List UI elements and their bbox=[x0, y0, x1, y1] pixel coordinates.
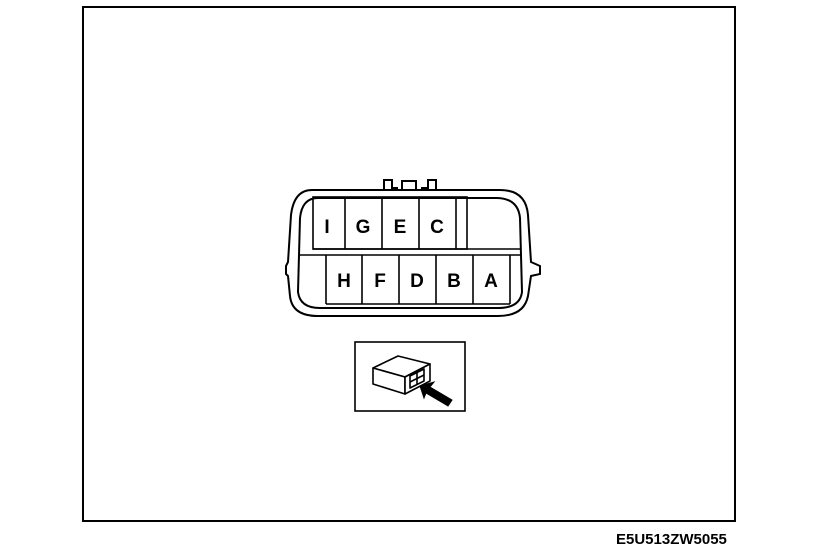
pin-label-bottom-5: B bbox=[447, 271, 461, 292]
drawing-code: E5U513ZW5055 bbox=[616, 531, 727, 548]
pin-label-top-2: G bbox=[356, 217, 371, 238]
pin-label-bottom-3: F bbox=[374, 271, 386, 292]
pin-label-bottom-4: D bbox=[410, 271, 424, 292]
connector-housing bbox=[285, 179, 541, 317]
connector-view-arrow-icon bbox=[354, 341, 466, 412]
pin-label-top-4: C bbox=[430, 217, 444, 238]
figure-frame bbox=[82, 6, 736, 522]
bottom-row-cavities bbox=[300, 254, 520, 305]
pin-label-bottom-6: A bbox=[484, 271, 498, 292]
pin-label-top-3: E bbox=[394, 217, 407, 238]
pin-label-top-1: I bbox=[324, 217, 329, 238]
top-row-cavities bbox=[312, 196, 520, 250]
pin-label-bottom-2: H bbox=[337, 271, 351, 292]
